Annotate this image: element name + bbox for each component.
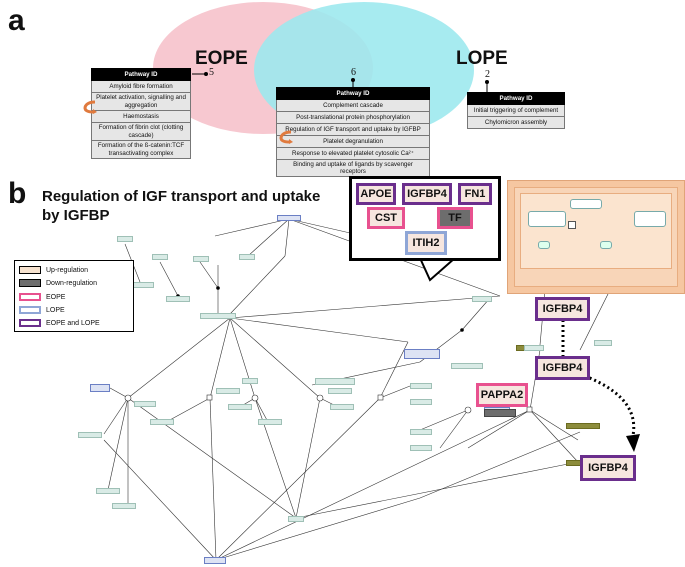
- curved-arrow-icon: [83, 100, 97, 114]
- gene-fn1: FN1: [458, 183, 492, 205]
- legend-label: LOPE: [46, 306, 65, 314]
- lope-label: LOPE: [456, 48, 508, 69]
- legend-item: Up-regulation: [19, 266, 88, 274]
- pathway-node: [78, 432, 102, 438]
- lope-count: 2: [485, 69, 490, 80]
- pathway-node: [152, 254, 168, 260]
- pathway-node: [150, 419, 174, 425]
- pathway-node: [315, 378, 355, 385]
- curved-arrow-icon: [279, 130, 293, 144]
- pathway-node: [117, 236, 133, 242]
- pathway-node: [204, 557, 226, 564]
- pathway-node: [410, 399, 432, 405]
- legend-swatch: [19, 319, 41, 327]
- gene-pappa2: PAPPA2: [476, 383, 528, 407]
- pathway-node: [277, 215, 301, 221]
- diagram-title-line2: by IGFBP: [42, 207, 110, 224]
- pathway-node: [330, 404, 354, 410]
- gene-igfbp4-b: IGFBP4: [535, 356, 590, 380]
- legend-swatch: [19, 306, 41, 314]
- pathway-node: [594, 340, 612, 346]
- pathway-node: [96, 488, 120, 494]
- pathway-node: [451, 363, 483, 369]
- table-cell: Formation of the ß-catenin:TCF transacti…: [91, 140, 191, 159]
- legend-label: EOPE and LOPE: [46, 319, 100, 327]
- panel-label-b: b: [8, 177, 27, 210]
- legend-label: Up-regulation: [46, 266, 89, 274]
- pathway-node: [410, 429, 432, 435]
- panel-label-a: a: [8, 4, 25, 37]
- pathway-node: [200, 313, 236, 319]
- legend-item: EOPE: [19, 293, 65, 301]
- legend-label: EOPE: [46, 293, 66, 301]
- shared-pathway-table: Pathway ID Complement cascade Post-trans…: [276, 87, 430, 178]
- pathway-node: [472, 296, 492, 302]
- pathway-node: [288, 516, 304, 522]
- legend-swatch: [19, 293, 41, 301]
- pathway-node: [242, 378, 258, 384]
- legend-label: Down-regulation: [46, 279, 97, 287]
- legend-swatch: [19, 266, 41, 274]
- pathway-node: [524, 345, 544, 351]
- legend-swatch: [19, 279, 41, 287]
- gene-tf: TF: [437, 207, 473, 229]
- gene-igfbp4-a: IGFBP4: [535, 297, 590, 321]
- table-header: Pathway ID: [276, 87, 430, 100]
- gene-igfbp4-callout: IGFBP4: [402, 183, 452, 205]
- gene-itih2: ITIH2: [405, 231, 447, 255]
- pathway-overview-thumbnail: [507, 180, 685, 294]
- legend: Up-regulation Down-regulation EOPE LOPE …: [14, 260, 134, 332]
- pathway-node: [112, 503, 136, 509]
- eope-count: 5: [209, 67, 214, 78]
- table-cell: Chylomicron assembly: [467, 116, 565, 129]
- gene-cst: CST: [367, 207, 405, 229]
- legend-item: LOPE: [19, 306, 65, 314]
- pathway-node: [404, 349, 440, 359]
- gene-apoe: APOE: [356, 183, 396, 205]
- pathway-node: [410, 445, 432, 451]
- pathway-node: [410, 383, 432, 389]
- shared-count: 6: [351, 67, 356, 78]
- dotted-connector: [584, 374, 636, 441]
- pathway-node: [90, 384, 110, 392]
- pappa2-downreg-node: [484, 409, 516, 417]
- legend-item: EOPE and LOPE: [19, 319, 100, 327]
- lope-pathway-table: Pathway ID Initial triggering of complem…: [467, 92, 565, 129]
- pathway-node: [258, 419, 282, 425]
- pathway-node: [134, 401, 156, 407]
- gene-igfbp4-c: IGFBP4: [580, 455, 636, 481]
- eope-label: EOPE: [195, 48, 248, 69]
- pathway-node: [216, 388, 240, 394]
- legend-item: Down-regulation: [19, 279, 97, 287]
- pathway-node: [566, 423, 600, 429]
- pathway-node: [166, 296, 190, 302]
- pathway-node: [228, 404, 252, 410]
- eope-pathway-table: Pathway ID Amyloid fibre formation Plate…: [91, 68, 191, 159]
- pathway-node: [193, 256, 209, 262]
- pathway-node: [239, 254, 255, 260]
- pathway-node: [328, 388, 352, 394]
- diagram-title-line1: Regulation of IGF transport and uptake: [42, 188, 321, 205]
